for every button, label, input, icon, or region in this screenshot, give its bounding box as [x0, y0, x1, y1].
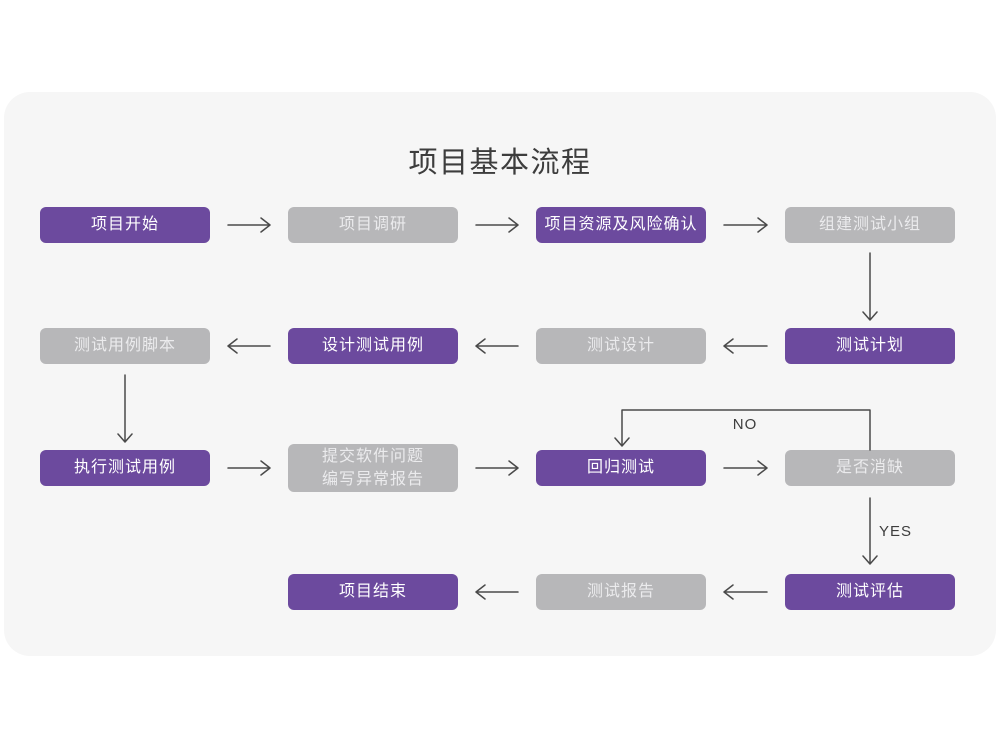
flow-node-build-test-team: 组建测试小组	[785, 207, 955, 243]
flow-node-test-plan: 测试计划	[785, 328, 955, 364]
flow-node-project-start: 项目开始	[40, 207, 210, 243]
diagram-title: 项目基本流程	[408, 147, 592, 179]
flow-node-defect-cleared-check: 是否消缺	[785, 450, 955, 486]
flow-node-project-end: 项目结束	[288, 574, 458, 610]
flow-node-resource-risk-confirm: 项目资源及风险确认	[536, 207, 706, 243]
flow-node-test-evaluation: 测试评估	[785, 574, 955, 610]
flow-node-project-research: 项目调研	[288, 207, 458, 243]
flow-node-design-test-cases: 设计测试用例	[288, 328, 458, 364]
edge-label-no: NO	[732, 416, 758, 433]
diagram-card	[4, 92, 996, 656]
flow-node-test-design: 测试设计	[536, 328, 706, 364]
flow-node-submit-issue-report: 提交软件问题 编写异常报告	[288, 444, 458, 492]
flow-node-execute-test-cases: 执行测试用例	[40, 450, 210, 486]
flow-node-test-report: 测试报告	[536, 574, 706, 610]
edge-label-yes: YES	[879, 523, 913, 540]
flow-node-regression-test: 回归测试	[536, 450, 706, 486]
flow-node-test-case-scripts: 测试用例脚本	[40, 328, 210, 364]
